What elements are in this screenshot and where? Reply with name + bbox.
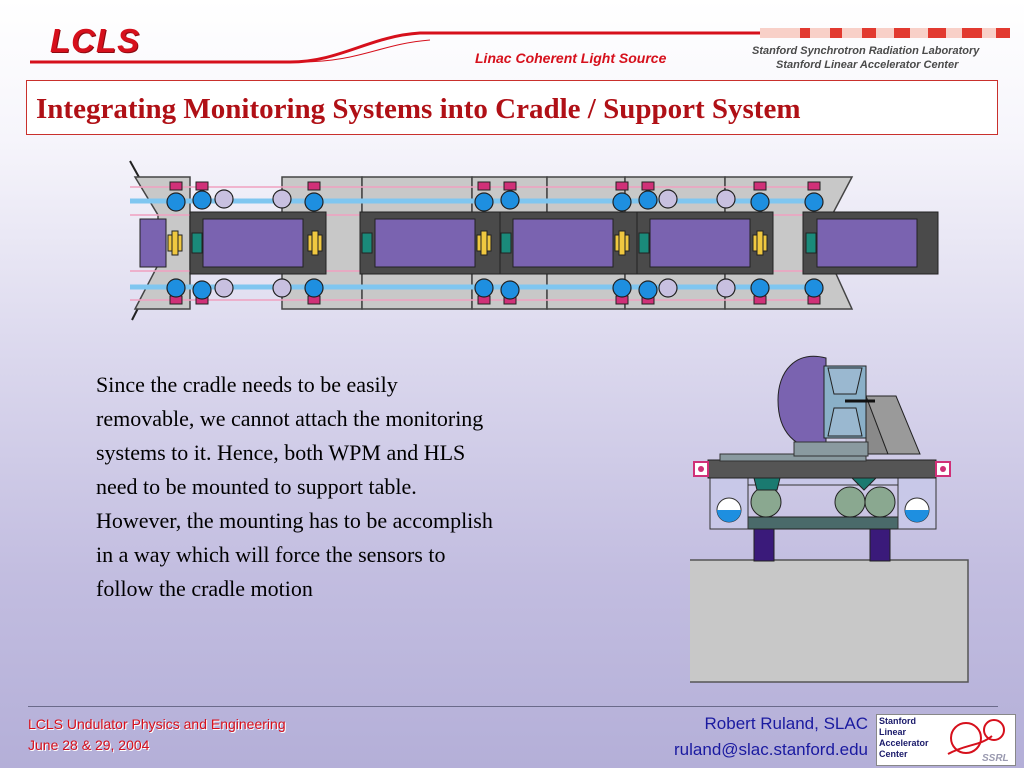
header-decoration xyxy=(30,28,1010,64)
footer-email: ruland@slac.stanford.edu xyxy=(674,740,868,759)
footer-author: Robert Ruland, SLAC xyxy=(704,714,868,733)
ssrl-caption: SSRL xyxy=(982,753,1009,764)
slac-logo-line2: Linear xyxy=(879,727,907,737)
slac-logo-text: Stanford Linear Accelerator Center xyxy=(879,716,929,760)
header-subtitle: Linac Coherent Light Source xyxy=(475,50,667,66)
header-lab-line2: Stanford Linear Accelerator Center xyxy=(776,59,959,71)
connectors xyxy=(167,230,817,256)
title-box xyxy=(26,80,998,135)
page-title: Integrating Monitoring Systems into Crad… xyxy=(36,93,801,125)
slac-logo-line1: Stanford xyxy=(879,716,916,726)
slac-logo-line4: Center xyxy=(879,749,908,759)
ssrl-emblem-icon: SSRL xyxy=(947,719,1009,764)
footer-event-date: June 28 & 29, 2004 xyxy=(28,737,150,753)
body-paragraph: Since the cradle needs to be easily remo… xyxy=(96,372,493,601)
footer-divider xyxy=(28,706,998,707)
header-lab-line1: Stanford Synchrotron Radiation Laborator… xyxy=(752,45,980,57)
wpm-sensors xyxy=(166,190,824,300)
footer-event-title: LCLS Undulator Physics and Engineering xyxy=(28,716,286,732)
magnet-units xyxy=(139,211,939,275)
slac-logo-line3: Accelerator xyxy=(879,738,929,748)
hls-sensors xyxy=(214,189,736,298)
lcls-logo: LCLS xyxy=(50,22,141,59)
cradle-section-diagram xyxy=(690,355,969,683)
cradle-plan-diagram xyxy=(129,160,939,321)
